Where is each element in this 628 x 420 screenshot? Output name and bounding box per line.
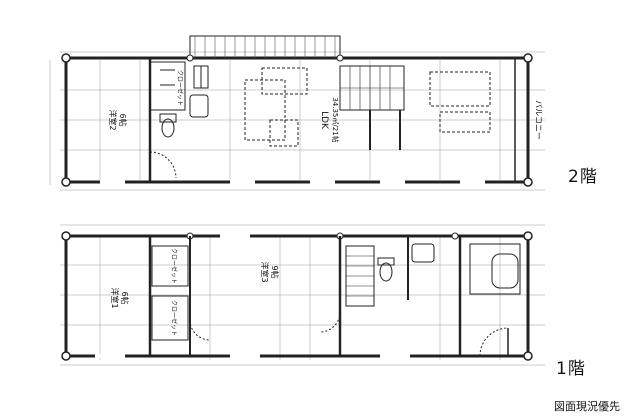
sink-2f [189,94,209,118]
room-labels-2f: 洋室2 6帖 クローゼット LDK 34.35㎡/21帖 バルコニー [108,70,543,143]
outer-wall-1f [64,234,530,358]
label-closet-1f-c: クローゼット [170,300,178,336]
label-room-mid: 洋室3 [260,261,270,282]
label-closet-2f: クローゼット [176,70,184,106]
floor-label-1f: 1階 [556,359,586,379]
label-western-room-2: 洋室2 [108,109,118,130]
label-room-mid-size: 9帖 [270,265,280,278]
floor-label-2f: 2階 [568,167,598,187]
toilet-2f [161,118,175,138]
label-ldk-size: 34.35㎡/21帖 [331,97,340,142]
grid-lines-1f [60,224,545,366]
drawing-priority-note: 図面現況優先 [554,400,620,413]
label-closet-1f-b: クローゼット [170,248,178,284]
label-balcony: バルコニー [534,100,543,140]
floor-plan-2f [49,35,545,191]
toilet-1f [379,262,393,282]
washbasin [411,243,435,263]
bathroom [469,243,521,295]
closet-2f [149,61,186,111]
label-western-size-2: 6帖 [118,113,128,126]
closet-1f-b [151,295,189,341]
floor-plan-1f [60,224,545,366]
label-room-left: 洋室1 [110,287,120,308]
closet-1f-a [151,245,189,287]
label-ldk: LDK [319,111,329,130]
room-labels-1f: 洋室1 6帖 クローゼット クローゼット 洋室3 9帖 [110,248,280,336]
bathtub [491,253,519,289]
kitchen-island [244,79,286,141]
label-room-left-size: 6帖 [120,291,130,304]
